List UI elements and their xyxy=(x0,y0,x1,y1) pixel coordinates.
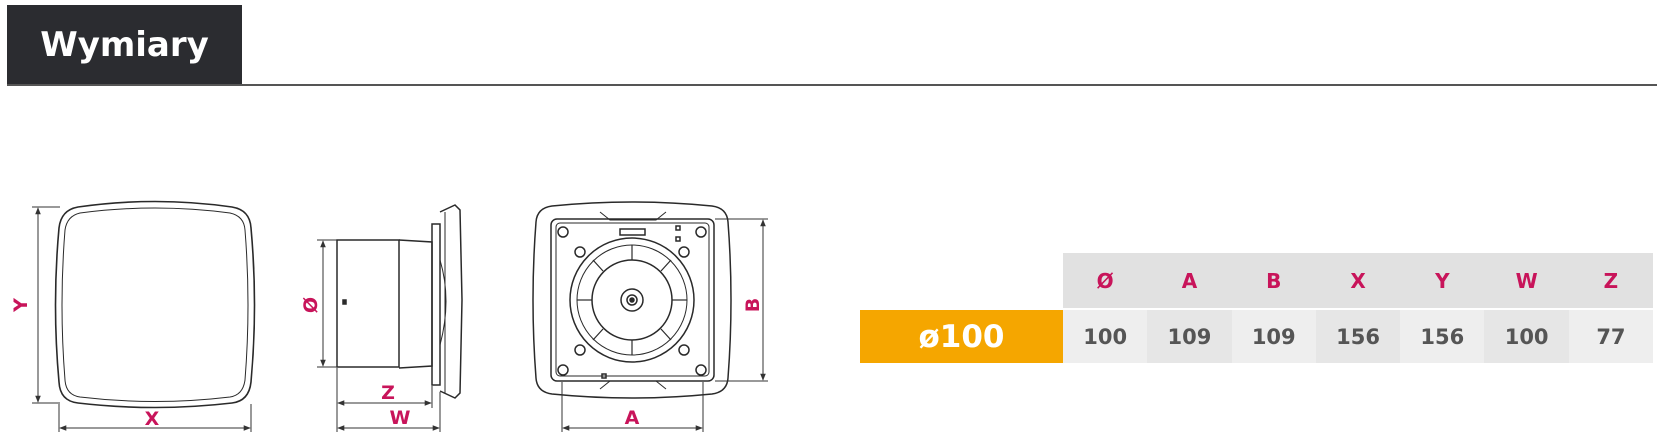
model-cell: ø100 xyxy=(860,308,1063,363)
section-title: Wymiary xyxy=(7,5,242,85)
w-dimension-label: W xyxy=(390,407,411,429)
a-dimension-label: A xyxy=(625,407,640,429)
dimension-drawings: Y X Ø Z W xyxy=(10,200,768,432)
value-x: 156 xyxy=(1315,308,1401,363)
header-diameter: Ø xyxy=(1063,253,1148,309)
z-dimension-line xyxy=(336,368,433,432)
a-dimension-line xyxy=(561,382,704,432)
x-dimension-label: X xyxy=(145,408,160,430)
b-dimension-label: B xyxy=(742,298,764,312)
b-dimension-line xyxy=(715,218,768,382)
table-row: ø100 100 109 109 156 156 100 77 xyxy=(860,308,1654,363)
back-view-drawing xyxy=(532,201,732,399)
z-dimension-label: Z xyxy=(381,382,395,404)
diameter-dimension-label: Ø xyxy=(300,297,322,313)
header-b: B xyxy=(1231,253,1316,309)
x-dimension-line xyxy=(58,404,252,432)
header-y: Y xyxy=(1400,253,1485,309)
value-a: 109 xyxy=(1147,308,1232,363)
header-x: X xyxy=(1315,253,1401,309)
diameter-dimension-line xyxy=(317,239,337,368)
value-diameter: 100 xyxy=(1063,308,1148,363)
value-w: 100 xyxy=(1484,308,1569,363)
y-dimension-label: Y xyxy=(10,298,32,313)
table-corner xyxy=(860,253,1063,309)
header-z: Z xyxy=(1568,253,1654,309)
w-dimension-line xyxy=(337,392,441,432)
side-view-drawing xyxy=(336,204,463,399)
header-a: A xyxy=(1147,253,1232,309)
y-dimension-line xyxy=(32,206,60,404)
front-view-drawing xyxy=(54,200,256,409)
table-header-row: Ø A B X Y W Z xyxy=(860,253,1654,309)
value-y: 156 xyxy=(1400,308,1485,363)
header-w: W xyxy=(1484,253,1569,309)
header-divider xyxy=(7,84,1657,86)
value-b: 109 xyxy=(1231,308,1316,363)
value-z: 77 xyxy=(1568,308,1654,363)
dimensions-table: Ø A B X Y W Z ø100 100 109 109 156 156 1… xyxy=(860,253,1654,363)
